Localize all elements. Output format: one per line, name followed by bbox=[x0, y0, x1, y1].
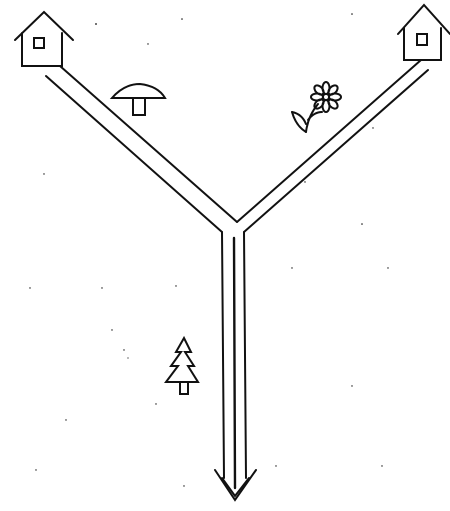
paper-speckles bbox=[29, 13, 388, 486]
tree-icon bbox=[166, 338, 198, 394]
house-icon bbox=[15, 12, 73, 66]
road bbox=[46, 60, 428, 488]
road-left-branch-upper-edge bbox=[60, 66, 237, 222]
road-trunk-right-edge bbox=[244, 232, 246, 478]
mushroom-icon bbox=[112, 84, 165, 115]
road-trunk-center-line bbox=[234, 238, 235, 488]
flower-icon bbox=[292, 82, 341, 132]
road-trunk-left-edge bbox=[222, 232, 224, 478]
house-icon bbox=[398, 5, 450, 60]
